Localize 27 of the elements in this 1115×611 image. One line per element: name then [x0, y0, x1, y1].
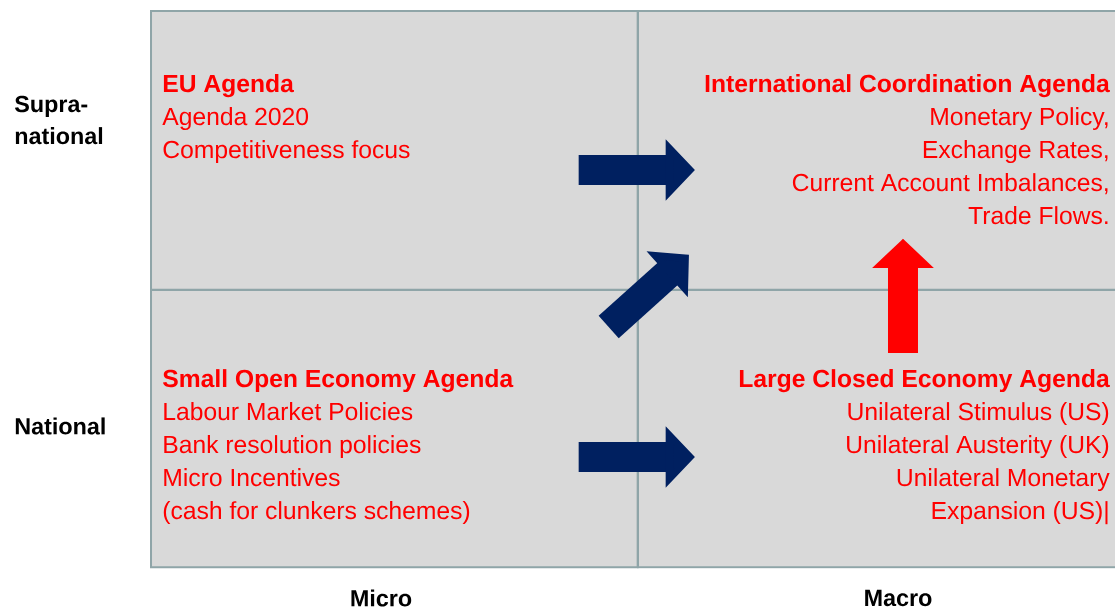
list-item: Agenda 2020	[162, 107, 309, 131]
heading: Large Closed Economy Agenda	[739, 369, 1110, 393]
quadrant-box	[150, 289, 639, 569]
list-item: Competitiveness focus	[163, 140, 410, 164]
list-item: Exchange Rates,	[923, 140, 1108, 164]
heading: International Coordination Agenda	[705, 74, 1110, 98]
list-item: (cash for clunkers schemes)	[163, 501, 470, 525]
quadrant-box	[150, 10, 639, 291]
heading: Small Open Economy Agenda	[163, 369, 514, 393]
column-label: Micro	[351, 589, 412, 607]
list-item: Bank resolution policies	[164, 435, 421, 459]
list-item: Expansion (US)|	[932, 501, 1108, 525]
column-label: Macro	[865, 589, 932, 607]
quadrant-box	[637, 289, 1115, 569]
row-label: Supra- national	[14, 95, 103, 145]
row-label: National	[15, 417, 105, 435]
list-item: Unilateral Monetary	[897, 468, 1110, 492]
list-item: Trade Flows.	[968, 206, 1108, 225]
list-item: Unilateral Stimulus (US)	[848, 402, 1109, 426]
list-item: Micro Incentives	[164, 468, 340, 487]
list-item: Current Account Imbalances,	[792, 173, 1108, 195]
list-item: Unilateral Austerity (UK)	[847, 435, 1109, 459]
heading: EU Agenda	[163, 74, 294, 98]
quadrant-box	[637, 10, 1115, 291]
list-item: Labour Market Policies	[164, 402, 413, 421]
block-arrow	[598, 251, 689, 339]
list-item: Monetary Policy,	[931, 107, 1108, 131]
